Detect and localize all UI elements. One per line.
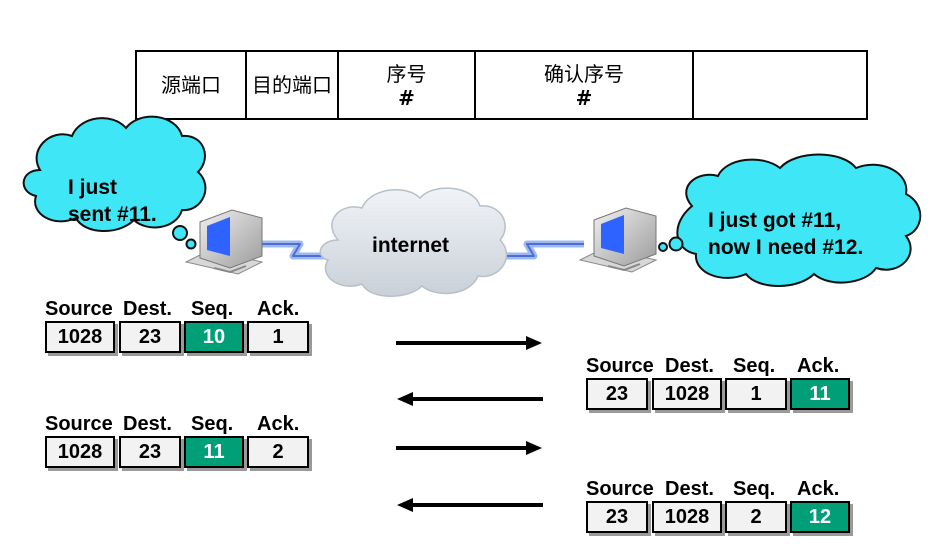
field-dest: 23 (119, 321, 181, 353)
header-ack: Ack. (257, 298, 300, 320)
field-source: 1028 (45, 321, 115, 353)
field-seq: 1 (725, 378, 787, 410)
header-dest: Dest. (665, 355, 714, 377)
segment-4: Source Dest. Seq. Ack. 23 1028 2 12 (586, 478, 858, 538)
network-link-right (498, 240, 584, 260)
field-dest: 1028 (652, 378, 722, 410)
field-ack: 11 (790, 378, 850, 410)
field-dest: 1028 (652, 501, 722, 533)
field-source: 23 (586, 501, 648, 533)
header-source: Source (586, 355, 654, 377)
segment-1: Source Dest. Seq. Ack. 1028 23 10 1 (45, 298, 315, 358)
internet-label: internet (372, 234, 450, 257)
arrow-right-2 (396, 441, 542, 455)
header-ack: Ack. (257, 413, 300, 435)
arrow-right-1 (396, 336, 542, 350)
internet-cloud (319, 187, 508, 297)
right-thought-bubble (658, 153, 922, 287)
left-bubble-text: I just sent #11. (68, 174, 157, 228)
field-seq: 10 (184, 321, 244, 353)
header-dest: Dest. (665, 478, 714, 500)
header-source: Source (45, 413, 113, 435)
field-ack: 2 (247, 436, 309, 468)
header-seq: Seq. (733, 355, 776, 377)
left-computer-icon (184, 209, 264, 275)
header-field-source-port: 源端口 (137, 52, 247, 118)
header-ack: Ack. (797, 478, 840, 500)
tcp-header-table: 源端口 目的端口 序号 # 确认序号 # (135, 50, 868, 120)
header-field-dest-port: 目的端口 (247, 52, 339, 118)
header-dest: Dest. (123, 298, 172, 320)
network-link-left (262, 240, 330, 260)
right-bubble-line1: I just got #11, (708, 209, 842, 232)
segment-3: Source Dest. Seq. Ack. 1028 23 11 2 (45, 413, 315, 473)
header-seq: Seq. (733, 478, 776, 500)
header-dest: Dest. (123, 413, 172, 435)
header-source: Source (45, 298, 113, 320)
arrow-left-1 (397, 392, 543, 406)
right-bubble-line2: now I need #12. (708, 236, 864, 259)
field-ack: 12 (790, 501, 850, 533)
header-seq: Seq. (191, 413, 234, 435)
header-field-seq: 序号 # (339, 52, 476, 118)
left-bubble-line2: sent #11. (68, 203, 157, 226)
field-source: 23 (586, 378, 648, 410)
left-bubble-line1: I just (68, 176, 118, 199)
arrow-left-2 (397, 498, 543, 512)
right-bubble-text: I just got #11, now I need #12. (708, 207, 863, 261)
left-thought-bubble (22, 115, 207, 250)
right-computer-icon (578, 207, 658, 273)
header-field-ack: 确认序号 # (476, 52, 694, 118)
field-dest: 23 (119, 436, 181, 468)
field-seq: 11 (184, 436, 244, 468)
field-source: 1028 (45, 436, 115, 468)
header-seq: Seq. (191, 298, 234, 320)
field-seq: 2 (725, 501, 787, 533)
field-ack: 1 (247, 321, 309, 353)
segment-2: Source Dest. Seq. Ack. 23 1028 1 11 (586, 355, 858, 415)
header-ack: Ack. (797, 355, 840, 377)
header-source: Source (586, 478, 654, 500)
